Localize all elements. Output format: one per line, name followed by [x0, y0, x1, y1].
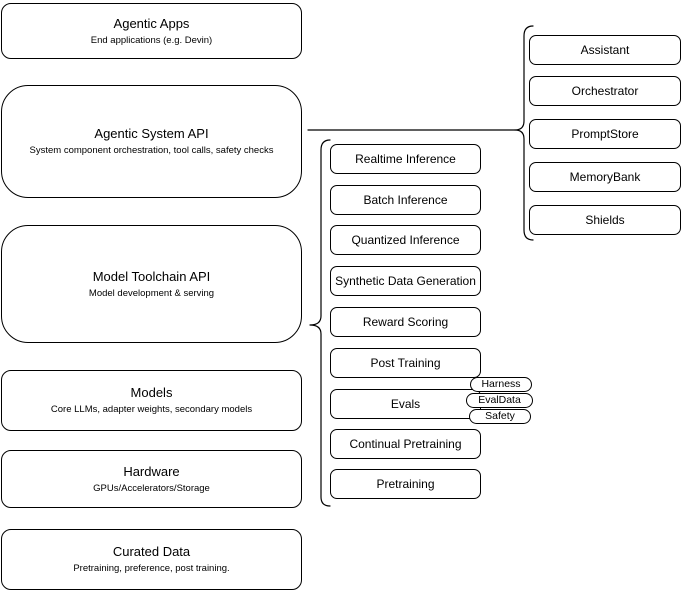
box-post-training: Post Training: [330, 348, 481, 378]
box-agentic-apps-subtitle: End applications (e.g. Devin): [90, 34, 213, 46]
box-promptstore: PromptStore: [529, 119, 681, 149]
box-model-toolchain-api-subtitle: Model development & serving: [88, 287, 215, 299]
box-pretraining: Pretraining: [330, 469, 481, 499]
box-orchestrator: Orchestrator: [529, 76, 681, 106]
pill-evaldata-label: EvalData: [478, 394, 521, 406]
box-model-toolchain-api: Model Toolchain API Model development & …: [1, 225, 302, 343]
box-reward-scoring-label: Reward Scoring: [362, 315, 449, 329]
box-batch-inference: Batch Inference: [330, 185, 481, 215]
pill-evaldata: EvalData: [466, 393, 533, 408]
box-shields: Shields: [529, 205, 681, 235]
box-model-toolchain-api-title: Model Toolchain API: [92, 268, 211, 284]
box-synthetic-data-generation-label: Synthetic Data Generation: [335, 274, 476, 288]
box-realtime-inference-label: Realtime Inference: [355, 152, 456, 166]
box-curated-data-subtitle: Pretraining, preference, post training.: [73, 563, 230, 574]
box-orchestrator-label: Orchestrator: [571, 84, 639, 98]
pill-safety-label: Safety: [485, 410, 515, 422]
box-models-title: Models: [130, 385, 173, 400]
box-models-subtitle: Core LLMs, adapter weights, secondary mo…: [50, 404, 253, 415]
box-quantized-inference: Quantized Inference: [330, 225, 481, 255]
box-quantized-inference-label: Quantized Inference: [351, 233, 460, 247]
box-synthetic-data-generation: Synthetic Data Generation: [330, 266, 481, 296]
box-agentic-system-api-title: Agentic System API: [94, 126, 209, 141]
box-hardware: Hardware GPUs/Accelerators/Storage: [1, 450, 302, 508]
middle-column-brace: [309, 139, 331, 507]
box-hardware-subtitle: GPUs/Accelerators/Storage: [93, 482, 210, 494]
box-post-training-label: Post Training: [370, 356, 441, 370]
box-assistant-label: Assistant: [580, 43, 630, 57]
box-pretraining-label: Pretraining: [376, 477, 435, 491]
box-batch-inference-label: Batch Inference: [363, 193, 448, 207]
box-reward-scoring: Reward Scoring: [330, 307, 481, 337]
box-shields-label: Shields: [585, 213, 625, 227]
box-evals: Evals: [330, 389, 481, 419]
box-agentic-apps: Agentic Apps End applications (e.g. Devi…: [1, 3, 302, 59]
box-hardware-title: Hardware: [123, 463, 180, 479]
box-models: Models Core LLMs, adapter weights, secon…: [1, 370, 302, 431]
box-memorybank-label: MemoryBank: [569, 170, 641, 184]
box-agentic-system-api-subtitle: System component orchestration, tool cal…: [29, 145, 274, 156]
pill-harness-label: Harness: [481, 378, 521, 390]
box-realtime-inference: Realtime Inference: [330, 144, 481, 174]
box-curated-data-title: Curated Data: [112, 544, 191, 559]
box-agentic-system-api: Agentic System API System component orch…: [1, 85, 302, 198]
box-evals-label: Evals: [390, 397, 421, 411]
box-curated-data: Curated Data Pretraining, preference, po…: [1, 529, 302, 590]
box-continual-pretraining-label: Continual Pretraining: [349, 437, 462, 451]
box-memorybank: MemoryBank: [529, 162, 681, 192]
box-promptstore-label: PromptStore: [571, 127, 639, 141]
box-agentic-apps-title: Agentic Apps: [113, 15, 190, 31]
pill-safety: Safety: [469, 409, 531, 424]
box-continual-pretraining: Continual Pretraining: [330, 429, 481, 459]
right-column-brace: [514, 25, 534, 241]
box-assistant: Assistant: [529, 35, 681, 65]
pill-harness: Harness: [470, 377, 532, 392]
